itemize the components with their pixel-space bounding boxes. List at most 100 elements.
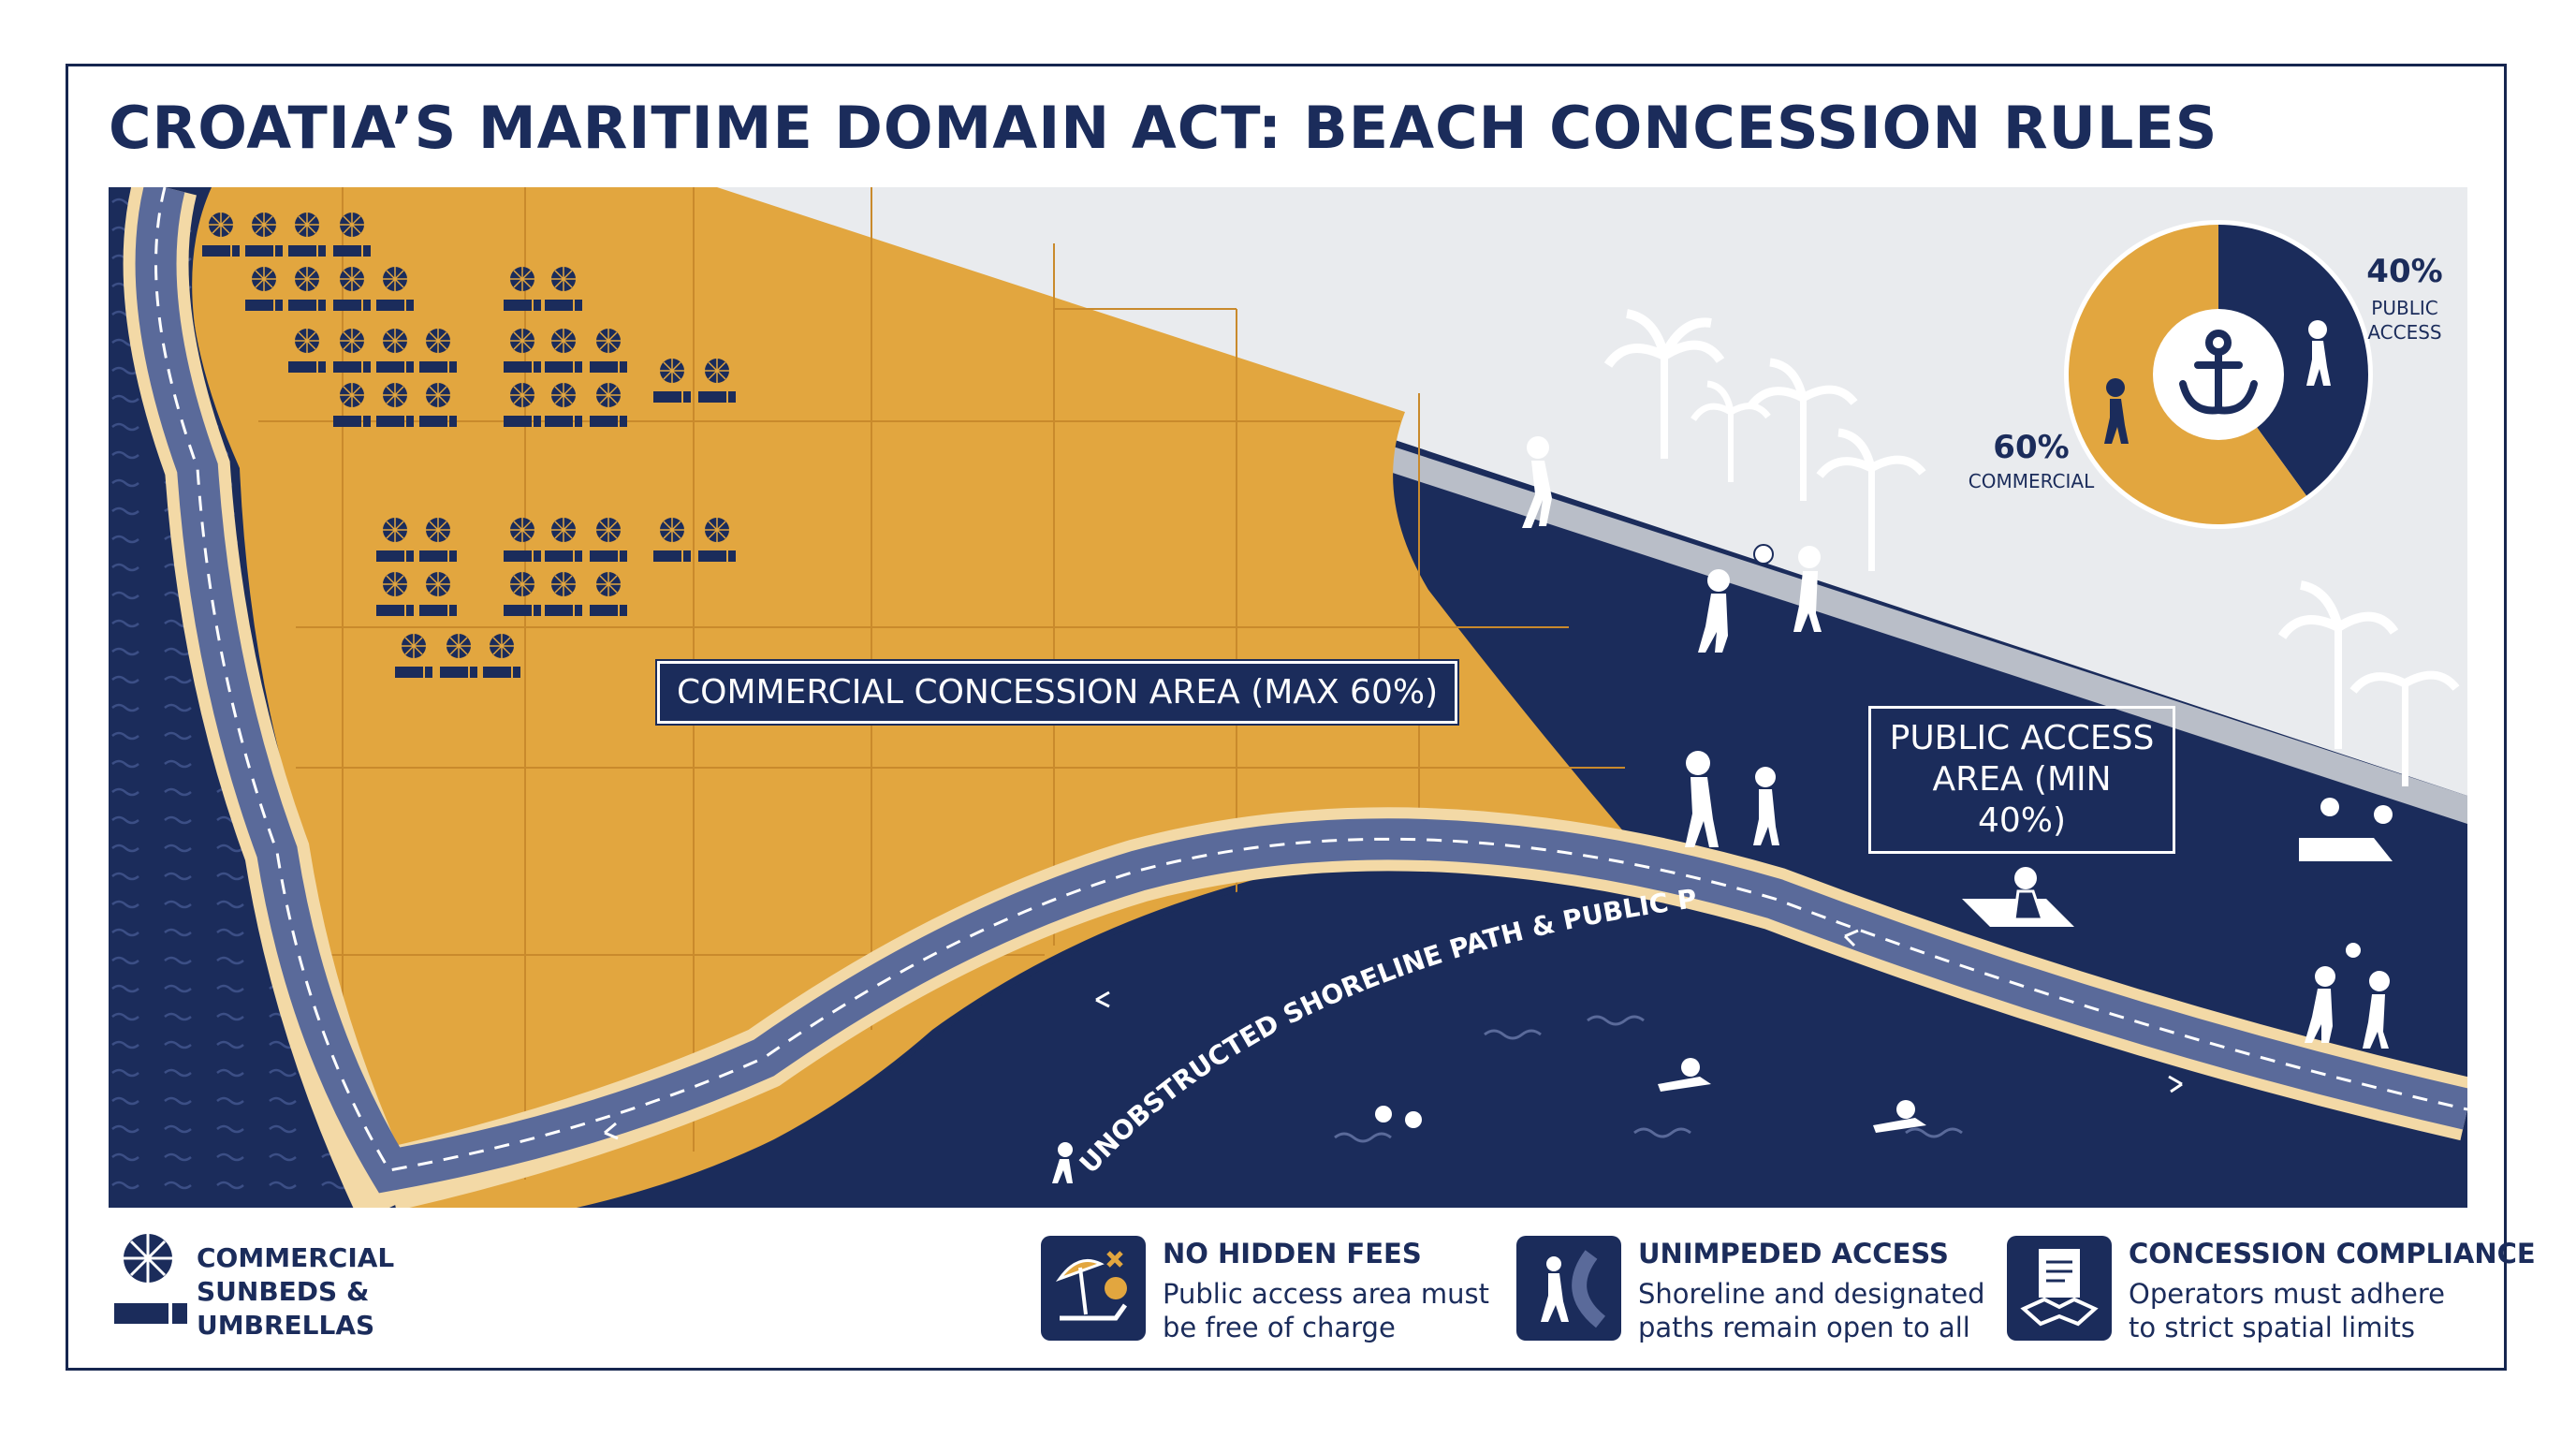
commercial-share-label: COMMERCIAL — [1968, 470, 2095, 492]
umbrella-sunbed-icon — [376, 572, 414, 616]
umbrella-sunbed-icon — [333, 329, 371, 373]
sea-bottom — [577, 856, 2467, 1208]
umbrella-sunbed-icon — [504, 383, 541, 427]
rule-description-line2: be free of charge — [1163, 1312, 1396, 1343]
rule-description: Operators must adhere to strict spatial … — [2129, 1277, 2484, 1344]
umbrella-sunbed-icon — [376, 267, 414, 311]
person-playing-ball-icon — [1793, 546, 1822, 632]
umbrella-sunbed-icon — [419, 572, 457, 616]
umbrella-sunbed-icon — [288, 213, 326, 257]
beach-map: UNOBSTRUCTED SHORELINE PATH & PUBLIC PAS… — [98, 163, 2467, 1208]
legend-label: COMMERCIAL SUNBEDS & UMBRELLAS — [197, 1241, 394, 1343]
public-area-label: PUBLIC ACCESS AREA (MIN 40%) — [1868, 706, 2175, 854]
umbrella-sunbed-icon — [245, 267, 283, 311]
umbrella-sunbed-icon — [504, 518, 541, 562]
umbrella-sunbed-icon — [288, 267, 326, 311]
walking-person-icon — [1522, 436, 1552, 528]
rule-title: UNIMPEDED ACCESS — [1638, 1238, 1949, 1269]
rule-title: NO HIDDEN FEES — [1163, 1238, 1422, 1269]
rules-panel: NO HIDDEN FEES Public access area must b… — [1017, 1208, 2536, 1348]
path-arrows — [604, 929, 2183, 1140]
rule-description: Shoreline and designated paths remain op… — [1638, 1277, 1994, 1344]
share-donut-svg — [2064, 220, 2373, 529]
walking-person-icon — [1685, 751, 1719, 847]
concession-grid — [258, 187, 1625, 1194]
umbrella-sunbed-icon — [545, 329, 582, 373]
umbrella-sunbed-icon — [333, 383, 371, 427]
rule-description-line2: paths remain open to all — [1638, 1312, 1970, 1343]
umbrella-sunbed-icon — [419, 518, 457, 562]
public-share-label-line1: PUBLIC — [2371, 297, 2438, 319]
walking-person-icon — [2104, 378, 2129, 444]
umbrella-sunbed-icon — [245, 213, 283, 257]
share-donut — [2059, 215, 2378, 534]
umbrella-sunbed-icon — [504, 329, 541, 373]
swimmer-icon — [1375, 1106, 1422, 1128]
umbrella-sunbed-icon — [333, 213, 371, 257]
umbrella-sunbed-icon — [590, 572, 627, 616]
palm-tree-icon — [1748, 358, 1858, 501]
umbrella-sunbed-icon — [590, 518, 627, 562]
legend-label-line2: SUNBEDS & — [197, 1276, 370, 1307]
shoreline-path — [135, 187, 2467, 1194]
umbrella-sunbed-icon — [545, 518, 582, 562]
umbrella-sunbed-icon — [504, 572, 541, 616]
umbrella-sunbed-icon — [545, 383, 582, 427]
commercial-area-label: COMMERCIAL CONCESSION AREA (MAX 60%) — [654, 659, 1460, 726]
page-title: CROATIA’S MARITIME DOMAIN ACT: BEACH CON… — [109, 94, 2218, 162]
umbrella-sunbed-icon — [333, 267, 371, 311]
swimmer-icon — [1873, 1100, 1926, 1133]
anchor-icon — [2179, 330, 2258, 415]
swimmer-icon — [1658, 1058, 1711, 1092]
person-playing-ball-icon — [2363, 971, 2390, 1049]
walking-person-icon — [1052, 1142, 1073, 1183]
umbrella-sunbed-icon — [504, 267, 541, 311]
commercial-share-value: 60% — [1993, 429, 2070, 466]
palm-tree-icon — [1603, 309, 1725, 459]
umbrella-sunbed-icon — [376, 518, 414, 562]
legend-label-line1: COMMERCIAL — [197, 1242, 395, 1273]
sea-wave-marks — [1334, 1015, 1963, 1143]
umbrella-sunbed-icon — [440, 634, 477, 678]
palm-tree-icon — [1816, 428, 1926, 571]
umbrella-sunbed-icon — [653, 518, 691, 562]
public-share-value: 40% — [2366, 253, 2443, 290]
person-playing-ball-icon — [2305, 966, 2335, 1043]
umbrella-sunbed-icon — [114, 1234, 187, 1324]
umbrella-sunbed-icon — [590, 329, 627, 373]
frame-border — [66, 64, 2507, 1371]
sunbathing-person-icon — [1962, 867, 2074, 927]
umbrella-sunbed-icon — [545, 267, 582, 311]
legend: COMMERCIAL SUNBEDS & UMBRELLAS — [97, 1208, 394, 1343]
umbrella-sunbed-icon — [419, 329, 457, 373]
umbrella-sunbed-icon — [288, 329, 326, 373]
walking-person-icon — [1753, 767, 1779, 845]
beach-ball-icon — [2344, 941, 2363, 960]
rule-description-line1: Public access area must — [1163, 1278, 1489, 1310]
legend-label-line3: UMBRELLAS — [197, 1310, 375, 1341]
umbrella-sunbed-icon — [419, 383, 457, 427]
walking-path-icon — [1516, 1236, 1621, 1341]
family-picnic-icon — [2299, 798, 2393, 861]
public-area-label-line1: PUBLIC ACCESS — [1889, 719, 2155, 757]
palm-tree-icon — [1690, 380, 1771, 482]
rule-description-line1: Shoreline and designated — [1638, 1278, 1985, 1310]
umbrella-sunbed-icon — [483, 634, 520, 678]
walking-person-icon — [2306, 320, 2331, 386]
rule-title: CONCESSION COMPLIANCE — [2129, 1238, 2536, 1269]
umbrella-sunbed-icon — [653, 359, 691, 403]
rule-description-line1: Operators must adhere — [2129, 1278, 2445, 1310]
palm-tree-icon — [2277, 580, 2399, 749]
public-share-label-line2: ACCESS — [2367, 321, 2442, 344]
umbrella-sunbed-icon — [698, 359, 736, 403]
public-area-label-line2: AREA (MIN 40%) — [1932, 760, 2112, 840]
document-handshake-icon — [2007, 1236, 2112, 1341]
umbrella-sunbed-icon — [376, 383, 414, 427]
rule-description-line2: to strict spatial limits — [2129, 1312, 2415, 1343]
umbrella-sunbed-icon — [376, 329, 414, 373]
umbrella-no-fee-icon — [1041, 1236, 1146, 1341]
umbrella-sunbed-icon — [590, 383, 627, 427]
umbrella-sunbed-icon — [202, 213, 240, 257]
palm-tree-icon — [2349, 670, 2460, 786]
